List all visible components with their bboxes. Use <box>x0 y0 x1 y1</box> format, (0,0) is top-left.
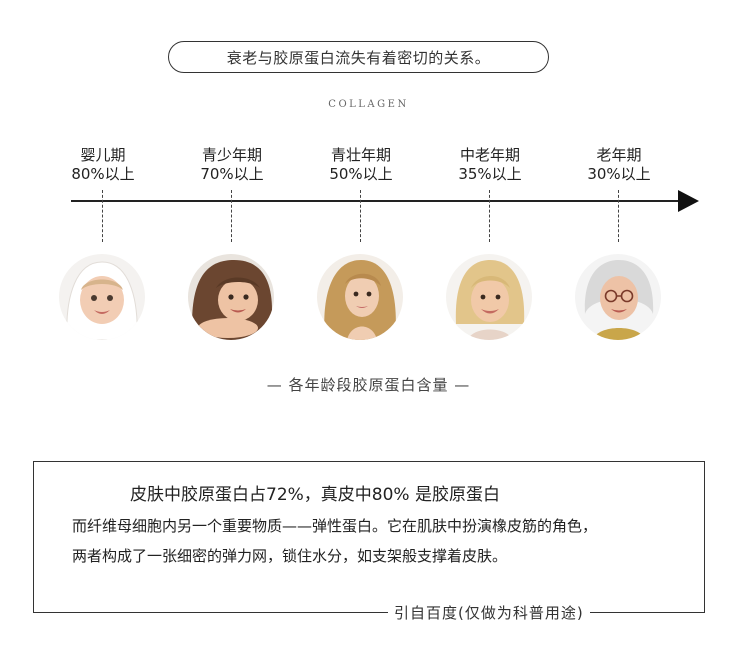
source-note: 引自百度(仅做为科普用途) <box>388 602 590 623</box>
teen-face-icon <box>188 254 274 340</box>
header-title: 衰老与胶原蛋白流失有着密切的关系。 <box>226 48 491 67</box>
timeline-tick <box>102 190 103 242</box>
collagen-label: COLLAGEN <box>328 99 409 110</box>
info-line-3: 两者构成了一张细密的弹力网，锁住水分，如支架般支撑着皮肤。 <box>72 547 508 565</box>
timeline-tick <box>360 190 361 242</box>
stage-teen: 青少年期 70%以上 <box>172 146 292 184</box>
header-title-pill: 衰老与胶原蛋白流失有着密切的关系。 <box>168 41 549 73</box>
middle-age-photo <box>446 254 532 340</box>
stage-name: 婴儿期 <box>80 146 126 164</box>
stage-name: 中老年期 <box>459 146 520 164</box>
stage-value: 70%以上 <box>200 165 264 183</box>
stage-name: 青壮年期 <box>330 146 391 164</box>
timeline-caption: — 各年龄段胶原蛋白含量 — <box>266 376 471 394</box>
middle-age-face-icon <box>446 254 532 340</box>
timeline-tick <box>489 190 490 242</box>
timeline-tick <box>618 190 619 242</box>
stage-name: 老年期 <box>596 146 642 164</box>
info-box <box>33 461 705 613</box>
stage-name: 青少年期 <box>201 146 262 164</box>
stage-elderly: 老年期 30%以上 <box>559 146 679 184</box>
young-adult-face-icon <box>317 254 403 340</box>
stage-value: 50%以上 <box>329 165 393 183</box>
infant-face-icon <box>59 254 145 340</box>
stage-middle-age: 中老年期 35%以上 <box>430 146 550 184</box>
infant-photo <box>59 254 145 340</box>
elderly-photo <box>575 254 661 340</box>
stage-value: 80%以上 <box>71 165 135 183</box>
info-line-1: 皮肤中胶原蛋白占72%，真皮中80% 是胶原蛋白 <box>130 485 500 505</box>
stage-value: 30%以上 <box>587 165 651 183</box>
stage-infant: 婴儿期 80%以上 <box>43 146 163 184</box>
timeline-tick <box>231 190 232 242</box>
stage-value: 35%以上 <box>458 165 522 183</box>
timeline-arrow-icon <box>678 190 699 212</box>
teen-photo <box>188 254 274 340</box>
elderly-face-icon <box>575 254 661 340</box>
young-adult-photo <box>317 254 403 340</box>
info-line-2: 而纤维母细胞内另一个重要物质——弹性蛋白。它在肌肤中扮演橡皮筋的角色， <box>72 517 598 535</box>
stage-young-adult: 青壮年期 50%以上 <box>301 146 421 184</box>
timeline-axis <box>71 200 681 202</box>
